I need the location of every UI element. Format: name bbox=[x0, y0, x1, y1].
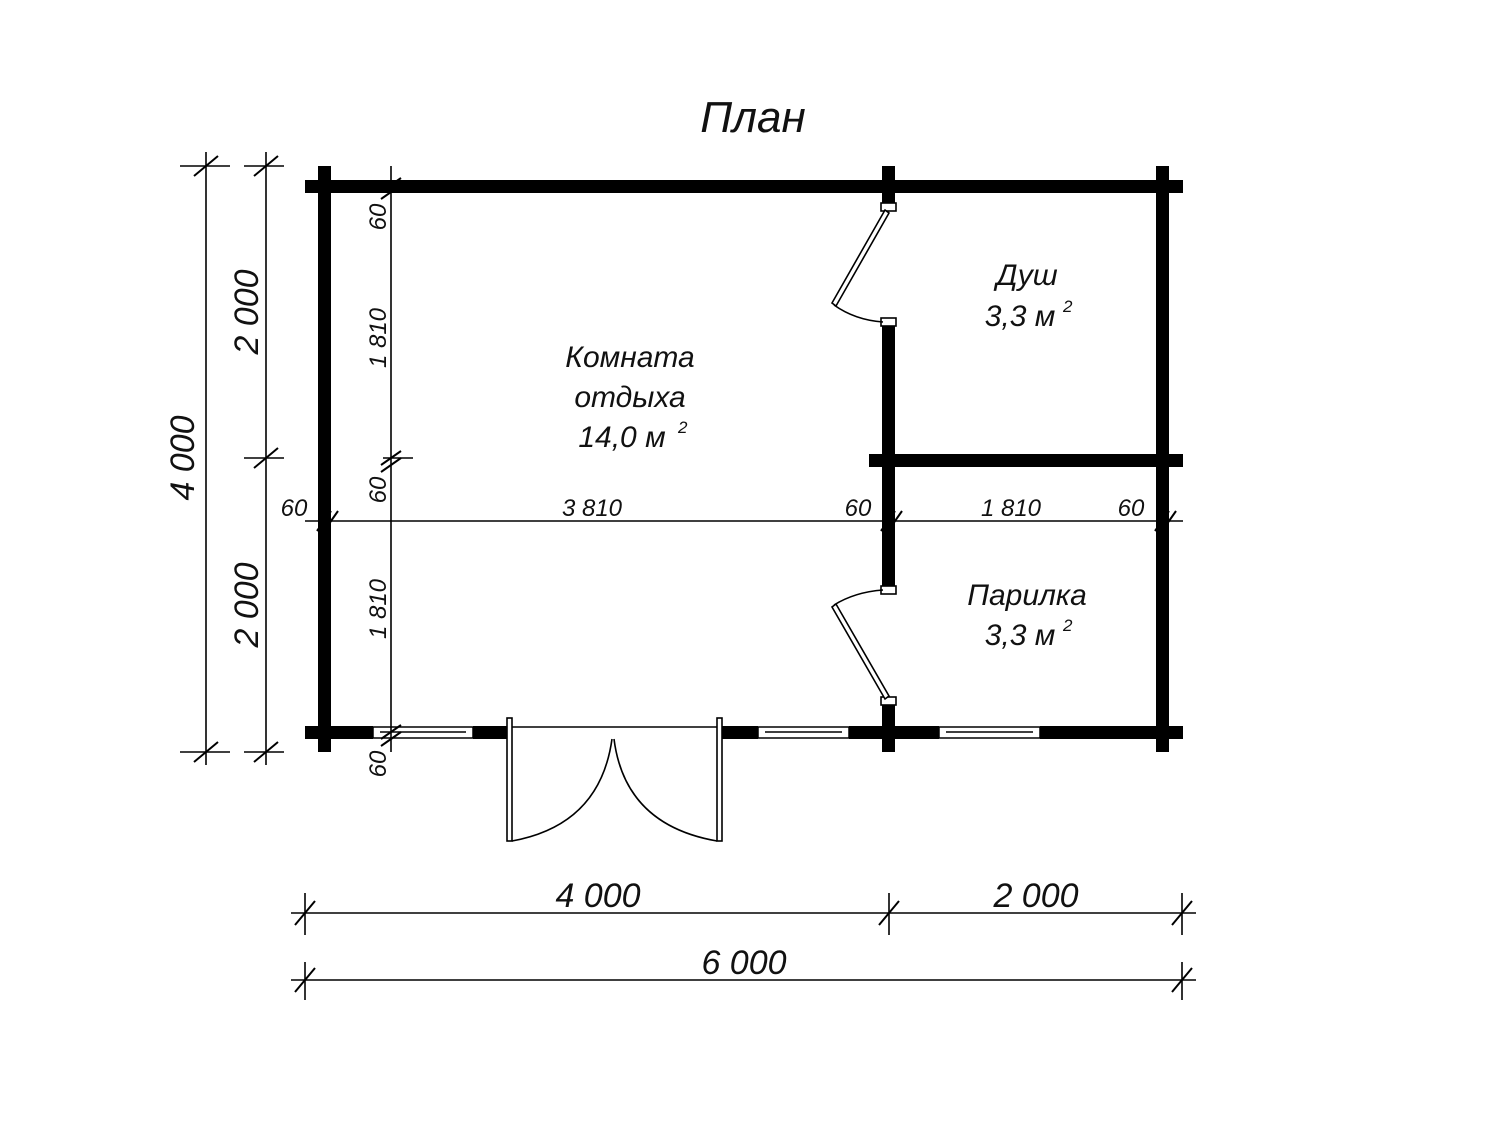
dim-left-top: 2 000 bbox=[228, 269, 266, 355]
dim-tick bbox=[253, 741, 279, 763]
dim-h-right-wall: 60 bbox=[1118, 495, 1145, 522]
dim-left-bottom: 2 000 bbox=[228, 562, 266, 648]
dim-tick bbox=[323, 510, 339, 532]
shower-door-swing bbox=[833, 304, 884, 323]
rest-room-name-line1: Комната bbox=[565, 341, 694, 374]
dim-tick bbox=[316, 510, 332, 532]
wall-bottom-seg-5 bbox=[1040, 726, 1183, 739]
dim-tick bbox=[880, 510, 896, 532]
dimension-bottom-outer: 4 000 2 000 6 000 bbox=[291, 877, 1196, 1000]
shower-name: Душ bbox=[993, 259, 1057, 292]
shower-door bbox=[830, 202, 897, 327]
dim-v-mid-wall: 60 bbox=[365, 476, 392, 503]
dim-tick bbox=[193, 155, 219, 177]
entrance-double-door bbox=[506, 717, 723, 842]
wall-left bbox=[318, 166, 331, 752]
steam-door-hinge-bottom bbox=[880, 696, 897, 706]
steam-room-door bbox=[830, 585, 897, 706]
dimension-vertical-interior: 60 1 810 60 1 810 60 bbox=[365, 166, 413, 777]
plan-title: План bbox=[700, 93, 805, 142]
dim-h-mid-wall: 60 bbox=[845, 495, 872, 522]
door-leaf-right bbox=[716, 717, 723, 842]
dim-left-total: 4 000 bbox=[164, 415, 202, 500]
dim-tick bbox=[193, 741, 219, 763]
room-rest: Комната отдыха 14,0 м 2 bbox=[565, 341, 694, 454]
dimension-left-outer: 4 000 2 000 2 000 bbox=[164, 152, 284, 765]
wall-bottom-seg-3 bbox=[722, 726, 758, 739]
dim-tick bbox=[1154, 510, 1170, 532]
wall-top bbox=[305, 180, 1183, 193]
dimension-horizontal-interior: 60 3 810 60 1 810 60 bbox=[281, 495, 1183, 532]
steam-door-swing bbox=[833, 589, 884, 606]
door-swing-right bbox=[613, 738, 718, 842]
dim-tick bbox=[380, 724, 402, 740]
dim-tick bbox=[1171, 967, 1193, 993]
dim-v-upper-clear: 1 810 bbox=[365, 307, 392, 368]
dim-tick bbox=[380, 457, 402, 473]
steam-room-area: 3,3 м bbox=[985, 619, 1056, 652]
rest-room-area: 14,0 м bbox=[578, 421, 665, 454]
door-leaf-left bbox=[506, 717, 513, 842]
dim-h-small-clear: 1 810 bbox=[981, 495, 1042, 522]
rest-room-name-line2: отдыха bbox=[574, 381, 685, 414]
steam-room-name: Парилка bbox=[967, 579, 1087, 612]
dim-tick bbox=[887, 510, 903, 532]
wall-bottom-seg-1 bbox=[305, 726, 373, 739]
room-steam: Парилка 3,3 м 2 bbox=[967, 579, 1087, 652]
walls bbox=[305, 166, 1183, 752]
shower-area-superscript: 2 bbox=[1062, 297, 1073, 316]
wall-partition-top-stub bbox=[882, 166, 895, 208]
dim-tick bbox=[253, 155, 279, 177]
shower-door-leaf bbox=[830, 208, 891, 308]
rest-room-area-superscript: 2 bbox=[677, 418, 688, 437]
wall-bottom-seg-2 bbox=[473, 726, 507, 739]
dim-tick bbox=[878, 900, 900, 926]
dim-h-room-clear: 3 810 bbox=[562, 495, 623, 522]
dim-h-left-wall: 60 bbox=[281, 495, 308, 522]
dim-tick bbox=[253, 447, 279, 469]
shower-door-jamb-bottom bbox=[880, 317, 897, 327]
dim-tick bbox=[380, 731, 402, 747]
dim-tick bbox=[380, 177, 402, 193]
steam-room-area-superscript: 2 bbox=[1062, 616, 1073, 635]
dim-tick bbox=[380, 184, 402, 200]
steam-door-leaf bbox=[830, 602, 891, 701]
dim-bottom-total: 6 000 bbox=[701, 944, 786, 982]
dim-bottom-left: 4 000 bbox=[555, 877, 640, 915]
dim-tick bbox=[1171, 900, 1193, 926]
dim-v-top-wall: 60 bbox=[365, 203, 392, 230]
windows bbox=[372, 726, 1041, 739]
dim-tick bbox=[1161, 510, 1177, 532]
steam-door-jamb-top bbox=[880, 585, 897, 595]
dim-tick bbox=[294, 967, 316, 993]
shower-area: 3,3 м bbox=[985, 300, 1056, 333]
dim-tick bbox=[294, 900, 316, 926]
room-shower: Душ 3,3 м 2 bbox=[985, 259, 1073, 333]
dim-bottom-right: 2 000 bbox=[992, 877, 1078, 915]
wall-bottom-seg-4 bbox=[849, 726, 939, 739]
shower-door-hinge-top bbox=[880, 202, 897, 212]
wall-shower-steam bbox=[869, 454, 1183, 467]
dim-v-bottom-wall: 60 bbox=[365, 750, 392, 777]
dim-v-lower-clear: 1 810 bbox=[365, 578, 392, 639]
door-swing-left bbox=[511, 738, 613, 842]
